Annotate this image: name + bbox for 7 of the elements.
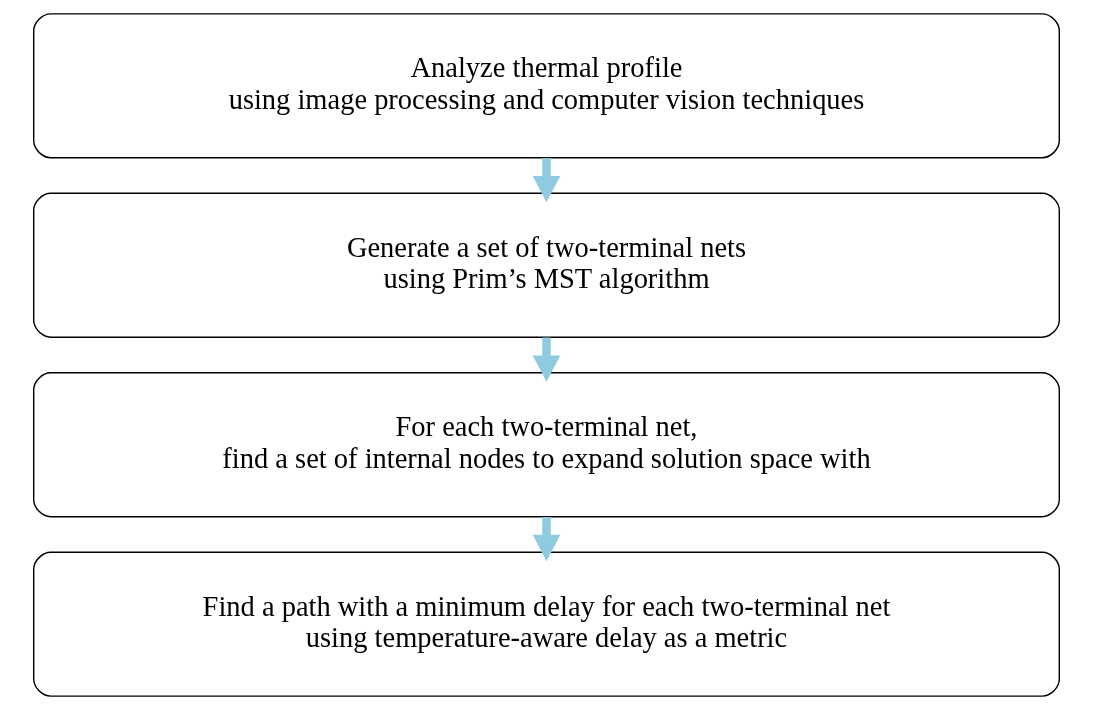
node-box: For each two-terminal net, find a set of internal nodes to expand solution space with [33,372,1060,518]
arrow [532,517,561,562]
node-box: Generate a set of two-terminal nets using Prim’s MST algorithm [33,192,1060,338]
node-box: Find a path with a minimum delay for each two-terminal net using temperature-aware delay as a metric [33,551,1060,697]
node-box: Analyze thermal profile using image processing and computer vision techniques [33,13,1060,159]
arrow [532,337,561,382]
arrow [532,158,561,203]
